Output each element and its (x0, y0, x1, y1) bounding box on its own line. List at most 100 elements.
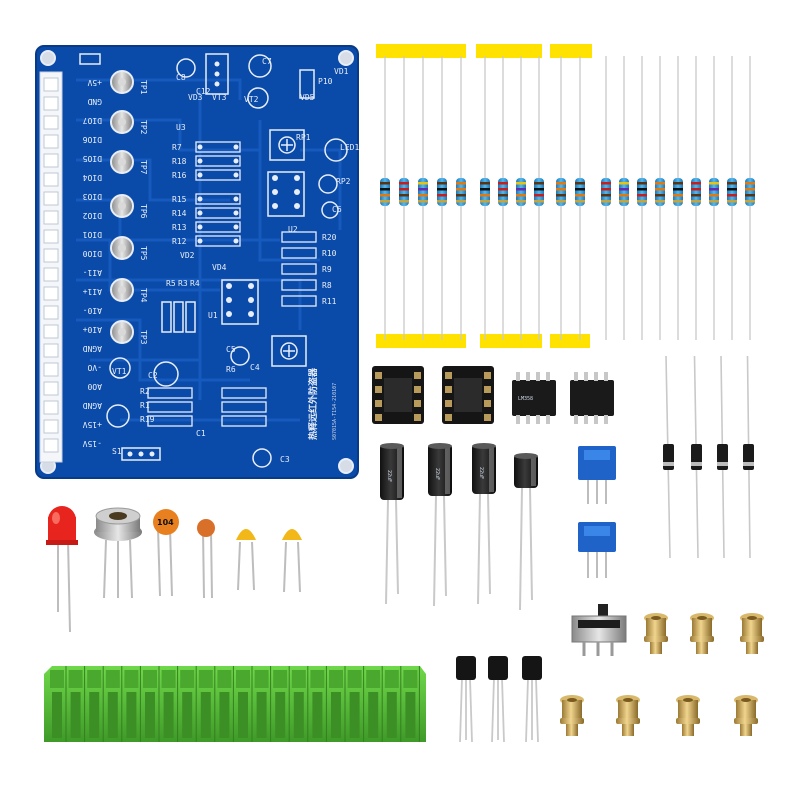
resistor-footprint (281, 295, 317, 307)
resistor-footprint (195, 169, 241, 181)
pad (197, 224, 203, 230)
header-pin (43, 172, 59, 187)
resistor (480, 56, 490, 340)
board-label: C6 (332, 205, 342, 214)
header-pin (43, 324, 59, 339)
board-label: LED1 (340, 143, 359, 152)
electrolytic-capacitor: 22uF (428, 443, 452, 607)
test-point-label: TP5 (139, 246, 148, 261)
resistor-label: R16 (172, 171, 187, 180)
header-pin (43, 305, 59, 320)
resistor-footprint (281, 231, 317, 243)
terminal-screw-slot (366, 670, 381, 688)
resistor-footprint (281, 263, 317, 275)
header-pin (43, 77, 59, 92)
resistor-label: R11 (322, 297, 337, 306)
resistor-footprint (281, 279, 317, 291)
terminal-screw-slot (105, 670, 120, 688)
terminal-screw-slot (124, 670, 139, 688)
pad (233, 158, 239, 164)
terminal-wire-entry (405, 692, 416, 738)
resistor (575, 56, 585, 340)
resistor-footprint (147, 387, 193, 399)
resistor (727, 56, 737, 340)
header-pin (43, 381, 59, 396)
header-pin (43, 248, 59, 263)
board-label: C12 (196, 87, 211, 96)
resistor (637, 56, 647, 340)
header-pin (43, 419, 59, 434)
resistor (556, 56, 566, 340)
monolithic-cap-2 (282, 529, 302, 593)
transistor-to92 (522, 656, 542, 743)
test-point-hole (118, 118, 126, 126)
terminal-screw-slot (161, 670, 176, 688)
terminal-wire-entry (70, 692, 81, 738)
resistor (456, 56, 466, 340)
test-point-label: TP1 (139, 80, 148, 95)
board-label: R5 (166, 279, 176, 288)
terminal-wire-entry (331, 692, 341, 738)
terminal-screw-slot (236, 670, 250, 688)
chip-label: VD1 (334, 67, 349, 76)
resistor-footprint (195, 193, 241, 205)
board-label: VT2 (244, 95, 259, 104)
pin-label: AGND (83, 344, 102, 353)
pad (197, 196, 203, 202)
diode (717, 355, 728, 559)
chip-label: VD5 (300, 93, 315, 102)
header-pin (43, 134, 59, 149)
pad (233, 196, 239, 202)
resistor-label: R8 (322, 281, 332, 290)
red-led (46, 506, 78, 633)
pin-label: DIO3 (83, 192, 102, 201)
resistor-footprint (147, 415, 193, 427)
dip-chip-2 (570, 372, 614, 424)
board-label: C4 (250, 363, 260, 372)
pad (233, 144, 239, 150)
terminal-screw-slot (347, 670, 362, 688)
board-part-code: S07015A-T154-210107 (332, 383, 338, 440)
dip-chip-1: LM358 (512, 372, 556, 424)
test-point-hole (118, 328, 126, 336)
electrolytic-capacitor (514, 453, 538, 611)
terminal-screw-slot (254, 670, 269, 688)
terminal-wire-entry (238, 692, 248, 738)
terminal-wire-entry (89, 692, 100, 738)
chip-label: VD3 (188, 93, 203, 102)
terminal-wire-entry (219, 692, 230, 738)
monolithic-cap-1 (236, 529, 256, 591)
diode (743, 355, 754, 559)
ic-socket-2 (442, 366, 494, 424)
board-label: C2 (148, 371, 158, 380)
board-label: C3 (280, 455, 290, 464)
electrolytic-capacitor: 22uF (380, 443, 404, 605)
ic-footprint-u1 (221, 279, 259, 325)
ic-footprint-u2 (267, 171, 305, 217)
pin-label: DIO7 (83, 116, 102, 125)
terminal-wire-entry (349, 692, 360, 738)
pin-label: +5V (87, 78, 102, 87)
trimmer-footprint-rp1 (271, 335, 307, 367)
test-point-hole (118, 244, 126, 252)
resistor (619, 56, 629, 340)
transistor-to92 (456, 656, 476, 743)
transistor-to92 (488, 656, 508, 743)
resistor (516, 56, 526, 340)
resistor (498, 56, 508, 340)
resistor (399, 56, 409, 340)
resistor-footprint (195, 207, 241, 219)
test-point-label: TP6 (139, 204, 148, 219)
resistor-tape-group-1 (376, 44, 592, 348)
terminal-screw-slot (310, 670, 325, 688)
pin-label: DIO2 (83, 211, 102, 220)
board-label: R1 (140, 401, 150, 410)
chip-label: VD2 (180, 251, 195, 260)
ceramic-cap-label: 104 (157, 518, 174, 527)
resistor (380, 56, 390, 340)
chip-label: VD4 (212, 263, 227, 272)
pad (233, 224, 239, 230)
resistor-footprint (195, 221, 241, 233)
pad (197, 238, 203, 244)
